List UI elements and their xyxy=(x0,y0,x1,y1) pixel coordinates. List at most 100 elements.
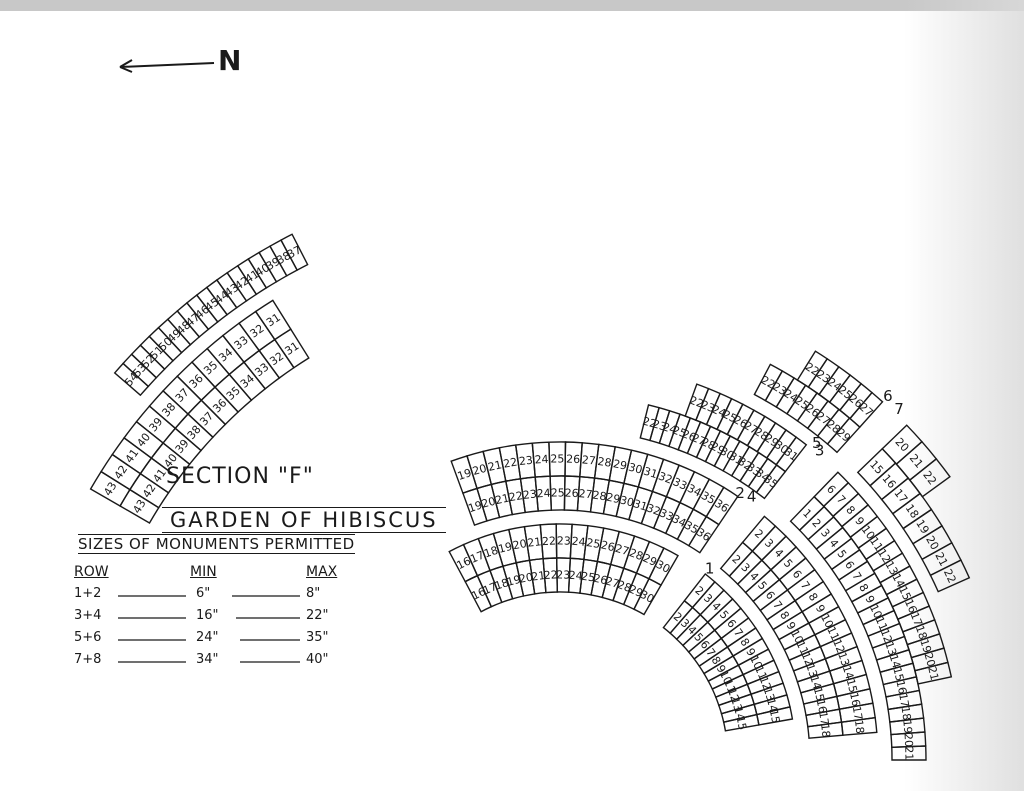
plot-number: 21 xyxy=(907,452,926,471)
plot-number: 26 xyxy=(600,538,616,554)
plot-number: 28 xyxy=(592,488,608,503)
plot-number: 21 xyxy=(902,746,915,760)
scan-edge xyxy=(0,0,1024,11)
plot-number: 19 xyxy=(497,540,514,556)
plot-number: 34 xyxy=(670,512,688,530)
plot-number: 33 xyxy=(744,460,763,479)
plot-number: 19 xyxy=(917,637,934,654)
plot-number: 28 xyxy=(597,455,613,470)
plot-number: 26 xyxy=(592,572,608,588)
plot-number: 35 xyxy=(682,518,701,536)
plot-number: 31 xyxy=(632,497,649,514)
plot-number: 22 xyxy=(688,394,706,411)
plot-number: 21 xyxy=(527,535,542,550)
plot-number: 28 xyxy=(627,546,645,563)
plot-number: 30 xyxy=(718,444,737,462)
plot-number: 13 xyxy=(835,650,852,668)
plot-number: 36 xyxy=(712,497,731,515)
plot-number: 34 xyxy=(685,482,703,500)
plot-number: 43 xyxy=(130,497,148,516)
plot-number: 28 xyxy=(615,578,633,595)
plot-number: 31 xyxy=(642,465,659,482)
max-size: 8" xyxy=(306,586,321,601)
row-marker: 1 xyxy=(705,560,715,578)
sizes-title: SIZES OF MONUMENTS PERMITTED xyxy=(78,534,355,554)
plot-number: 14 xyxy=(807,674,824,691)
plot-number: 32 xyxy=(645,501,663,518)
plot-number: 16 xyxy=(814,698,830,714)
max-size: 22" xyxy=(306,608,329,623)
plot-number: 21 xyxy=(487,458,503,474)
plot-number: 18 xyxy=(482,544,499,561)
plot-number: 14 xyxy=(887,653,903,670)
plot-number: 26 xyxy=(566,453,581,467)
plot-cell xyxy=(741,515,777,553)
plot-number: 25 xyxy=(551,486,565,499)
plot-number: 14 xyxy=(840,664,857,681)
plot-number: 19 xyxy=(900,719,914,734)
plot-number: 22 xyxy=(759,374,778,392)
plot-number: 24 xyxy=(568,569,583,583)
plot-number: 11 xyxy=(873,615,890,633)
plot-cell xyxy=(450,455,478,494)
plot-number: 24 xyxy=(536,487,551,501)
plot-number: 20 xyxy=(892,435,911,454)
plot-number: 23 xyxy=(557,534,571,547)
plot-number: 29 xyxy=(612,457,628,473)
plot-number: 18 xyxy=(852,719,866,734)
plot-number: 6 xyxy=(724,617,739,631)
min-size: 6" xyxy=(196,586,211,601)
plot-cell xyxy=(813,471,850,508)
plot-number: 31 xyxy=(727,449,746,467)
plot-number: 5 xyxy=(717,608,731,622)
plot-number: 15 xyxy=(844,677,860,694)
plot-number: 32 xyxy=(657,470,675,487)
plot-number: 17 xyxy=(908,610,925,628)
plot-number: 29 xyxy=(641,551,659,569)
plot-number: 18 xyxy=(818,723,832,738)
plot-number: 14 xyxy=(889,571,907,589)
plot-number: 12 xyxy=(725,686,742,704)
plot-number: 15 xyxy=(811,686,827,703)
header-min: MIN xyxy=(190,564,217,580)
plot-number: 12 xyxy=(878,627,895,645)
plot-number: 27 xyxy=(578,487,593,501)
plot-number: 3 xyxy=(738,561,752,575)
plot-number: 20 xyxy=(902,733,916,748)
plot-number: 21 xyxy=(925,665,941,682)
north-arrow xyxy=(119,59,215,73)
plot-number: 18 xyxy=(913,624,930,642)
plot-number: 31 xyxy=(283,339,302,358)
plot-number: 20 xyxy=(518,571,534,586)
plot-number: 23 xyxy=(522,487,537,502)
plot-number: 30 xyxy=(618,493,635,509)
plot-number: 20 xyxy=(480,495,497,511)
row-marker: 3 xyxy=(815,442,825,460)
plot-number: 22 xyxy=(641,415,658,431)
plot-number: 24 xyxy=(571,535,586,549)
row-marker: 6 xyxy=(883,387,893,405)
north-label: N xyxy=(218,44,242,77)
plot-number: 20 xyxy=(921,651,937,668)
plot-number: 7 xyxy=(731,626,746,639)
header-max: MAX xyxy=(306,564,338,580)
plot-number: 20 xyxy=(471,462,488,478)
plot-number: 22 xyxy=(508,489,524,504)
plot-number: 42 xyxy=(112,463,131,482)
plot-number: 42 xyxy=(140,481,159,500)
plot-number: 17 xyxy=(896,692,911,708)
plot-number: 16 xyxy=(902,597,920,615)
plot-cell xyxy=(639,404,660,442)
plot-number: 15 xyxy=(896,584,914,602)
row-label: 1+2 xyxy=(74,586,102,601)
row-label: 7+8 xyxy=(74,652,102,667)
plot-number: 22 xyxy=(803,360,822,379)
plot-cell xyxy=(684,383,710,422)
plot-number: 33 xyxy=(671,475,689,493)
